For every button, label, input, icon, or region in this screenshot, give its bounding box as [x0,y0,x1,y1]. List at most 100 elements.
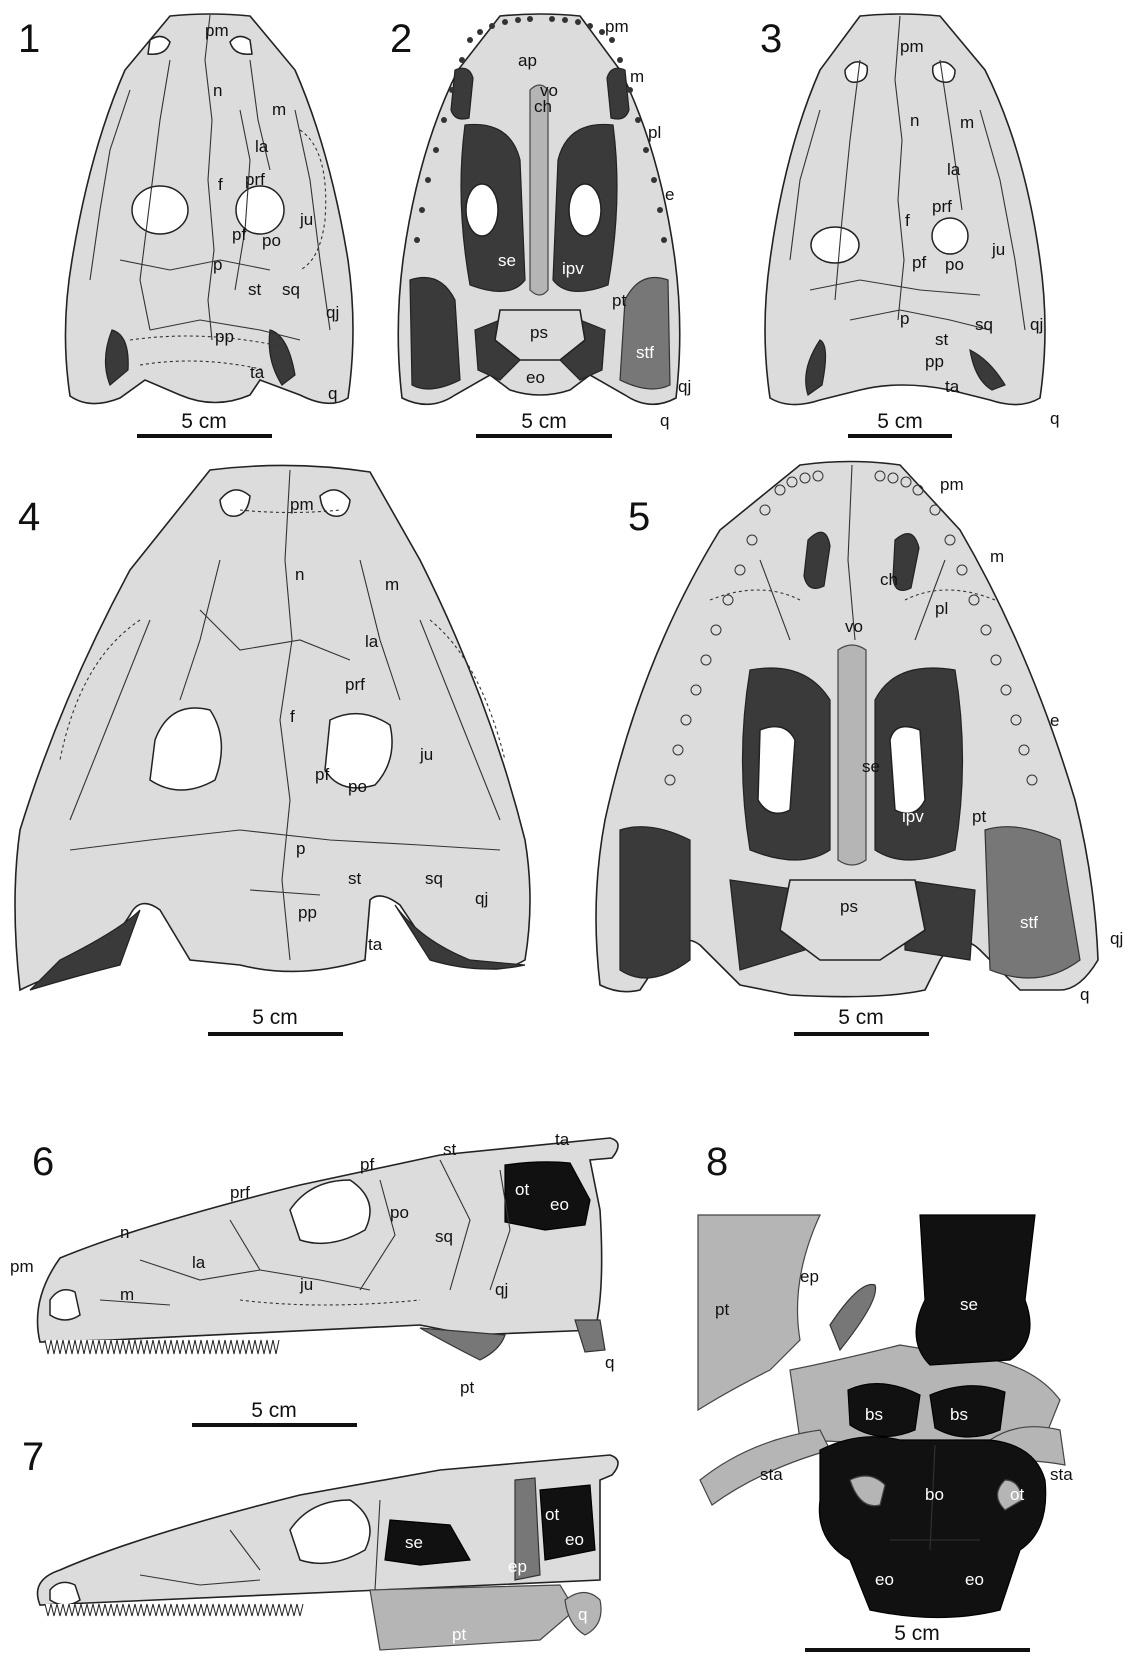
bone-label: eo [550,1195,569,1214]
panel-number: 1 [18,17,40,61]
bone-label: pm [205,21,229,40]
bone-label: sq [282,280,300,299]
bone-label: pf [315,765,329,784]
scale-label: 5 cm [877,410,923,433]
panel-number: 8 [706,1140,728,1184]
panel-number: 3 [760,17,782,61]
bone-label: q [1080,985,1089,1004]
bone-label: ju [991,240,1005,259]
scale-label: 5 cm [521,410,567,433]
bone-label: qj [1110,929,1123,948]
bone-label: q [578,1605,587,1624]
bone-label: stf [636,343,654,362]
bone-label: m [272,100,286,119]
bone-label: bs [865,1405,883,1424]
bone-label: bs [950,1405,968,1424]
bone-label: qj [326,303,339,322]
panel-4: 4 pm n m la prf f ju pf po p st sq qj pp… [15,465,530,1034]
panel-1: 1 pm n m la prf f ju pf po p st sq pp qj… [18,14,353,436]
bone-label: q [1050,409,1059,428]
panel-number: 2 [390,17,412,61]
bone-label: ot [1010,1485,1024,1504]
scale-label: 5 cm [894,1622,940,1645]
panel-3: 3 pm n m la prf f ju pf po p sq qj st pp… [760,14,1059,436]
bone-label: stf [1020,913,1038,932]
tooth-row [45,1604,303,1616]
scale-label: 5 cm [181,410,227,433]
bone-label: ot [545,1505,559,1524]
bone-label: ep [508,1557,527,1576]
bone-label: m [385,575,399,594]
basisphenoid [848,1384,920,1437]
bone-label: n [295,565,304,584]
cultriform-process [838,645,866,865]
tooth-row [45,1340,279,1354]
bone-label: prf [245,170,265,189]
panel-8: 8 ep se pt bs bs sta sta bo ot eo eo 5 c… [698,1140,1073,1650]
bone-label: pt [715,1300,729,1319]
bone-label: ta [368,935,383,954]
orbit [758,727,795,814]
orbit [569,184,601,236]
bone-label: po [945,255,964,274]
bone-label: pt [972,807,986,826]
bone-label: pm [10,1257,34,1276]
bone-label: po [348,777,367,796]
bone-label: vo [845,617,863,636]
bone-label: la [192,1253,206,1272]
narial-opening [50,1582,80,1605]
panel-7: 7 se ot eo ep pt q [22,1435,618,1650]
orbit [466,184,498,236]
bone-label: se [405,1533,423,1552]
bone-label: la [255,137,269,156]
bone-label: q [605,1353,614,1372]
bone-label: sq [975,315,993,334]
narial-opening [50,1290,80,1320]
bone-label: sta [760,1465,783,1484]
bone-label: ju [419,745,433,764]
bone-label: qj [475,889,488,908]
bone-label: prf [932,197,952,216]
bone-label: n [213,81,222,100]
bone-label: pm [940,475,964,494]
bone-label: ju [299,1275,313,1294]
bone-label: se [862,757,880,776]
orbit [890,727,925,814]
bone-label: pf [232,225,246,244]
bone-label: pt [452,1625,466,1644]
scale-label: 5 cm [252,1006,298,1029]
orbit [132,186,188,234]
epipterygoid [830,1285,876,1351]
bone-label: m [630,67,644,86]
bone-label: pm [605,17,629,36]
bone-label: st [935,330,949,349]
cultriform-process [530,85,548,295]
bone-label: ta [945,377,960,396]
bone-label: pm [900,37,924,56]
scale-label: 5 cm [251,1399,297,1422]
quadrate [575,1320,605,1352]
bone-label: m [990,547,1004,566]
bone-label: ju [299,210,313,229]
bone-label: eo [526,368,545,387]
sphenethmoid [916,1215,1035,1365]
bone-label: ta [250,363,265,382]
bone-label: ipv [562,259,584,278]
bone-label: eo [875,1570,894,1589]
bone-label: p [213,255,222,274]
bone-label: ap [518,51,537,70]
bone-label: qj [1030,315,1043,334]
bone-label: sta [1050,1465,1073,1484]
bone-label: st [348,869,362,888]
bone-label: pf [912,253,926,272]
skull-outline [15,465,530,990]
bone-label: qj [495,1280,508,1299]
scale-label: 5 cm [838,1006,884,1029]
bone-label: ot [515,1180,529,1199]
bone-label: qj [678,377,691,396]
panel-number: 7 [22,1435,44,1479]
bone-label: pp [215,327,234,346]
bone-label: ps [530,323,548,342]
bone-label: pl [648,123,661,142]
panel-6: 6 ta pf st prf ot eo po sq n la pm m ju … [10,1130,618,1425]
